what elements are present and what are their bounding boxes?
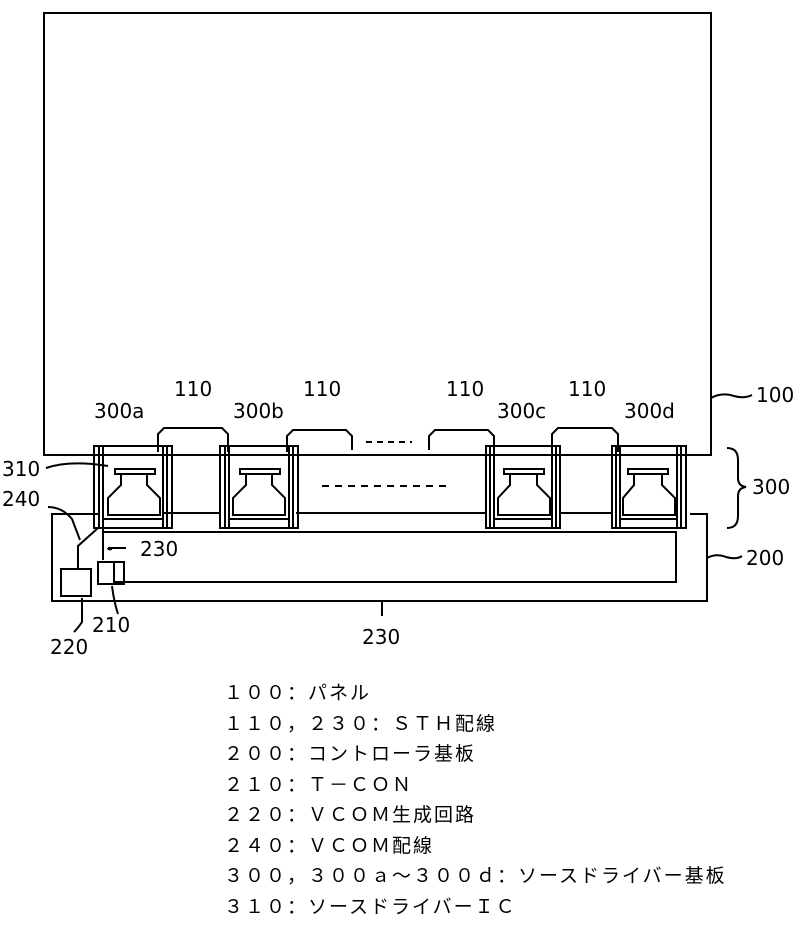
ic-310-b (233, 469, 285, 515)
legend-item: ２１０：Ｔ－ＣＯＮ (224, 770, 727, 801)
label-sth-110-a: 110 (174, 377, 212, 401)
label-sth-110-c: 110 (446, 377, 484, 401)
label-panel-100: 100 (756, 383, 794, 407)
label-board-300a: 300a (94, 399, 144, 423)
sth-wiring-110-b (287, 430, 352, 452)
label-board-300b: 300b (233, 399, 284, 423)
legend-item: １００：パネル (224, 678, 727, 709)
label-tcon-210: 210 (92, 613, 130, 637)
label-vcom-gen-220: 220 (50, 635, 88, 659)
legend-item: ２４０：ＶＣＯＭ配線 (224, 831, 727, 862)
label-ic-310: 310 (2, 457, 40, 481)
label-sth-230-lower: 230 (362, 625, 400, 649)
legend: １００：パネル １１０，２３０：ＳＴＨ配線 ２００：コントローラ基板 ２１０：Ｔ… (224, 678, 727, 922)
legend-item: ３１０：ソースドライバーＩＣ (224, 892, 727, 923)
legend-item: １１０，２３０：ＳＴＨ配線 (224, 709, 727, 740)
legend-item: ３００，３００ａ～３００ｄ：ソースドライバー基板 (224, 861, 727, 892)
legend-item: ２００：コントローラ基板 (224, 739, 727, 770)
ic-310-c (498, 469, 550, 515)
label-controller-200: 200 (746, 546, 784, 570)
vcom-wiring-240 (78, 528, 98, 569)
tcon-210 (98, 562, 124, 584)
label-board-300d: 300d (624, 399, 675, 423)
label-sth-110-b: 110 (303, 377, 341, 401)
sth-wiring-110-a (158, 428, 228, 452)
label-sth-230-upper: 230 (140, 537, 178, 561)
label-vcom-wiring-240: 240 (2, 487, 40, 511)
sth-wiring-110-c (429, 430, 494, 452)
vcom-generator-220 (61, 569, 91, 596)
sth-wiring-110-d (552, 428, 618, 452)
ic-310-d (623, 469, 675, 515)
label-board-300c: 300c (497, 399, 546, 423)
sth-wiring-230 (103, 532, 676, 582)
panel-100 (44, 13, 711, 455)
label-board-group-300: 300 (752, 475, 790, 499)
label-sth-110-d: 110 (568, 377, 606, 401)
ic-310-a (108, 469, 160, 515)
legend-item: ２２０：ＶＣＯＭ生成回路 (224, 800, 727, 831)
